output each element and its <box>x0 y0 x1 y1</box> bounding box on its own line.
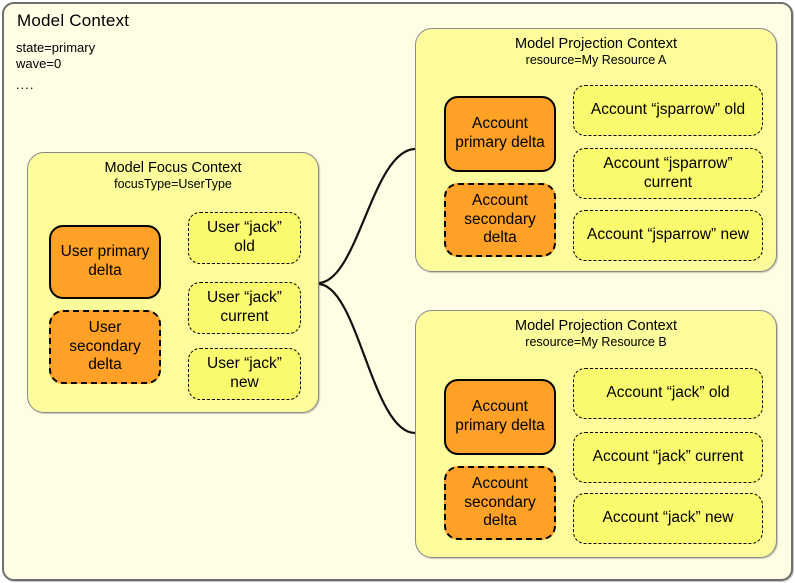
projection-context-a-subtitle: resource=My Resource A <box>525 53 667 67</box>
account-b-current-node: Account “jack” current <box>573 432 763 483</box>
property-line: state=primary <box>16 40 96 55</box>
account-a-old-node: Account “jsparrow” old <box>573 85 763 136</box>
account-a-secondary-delta-node: Account secondary delta <box>444 183 556 257</box>
user-new-node: User “jack” new <box>188 348 301 400</box>
account-a-primary-delta-node: Account primary delta <box>444 96 556 172</box>
projection-context-b-title: Model Projection Context <box>515 318 677 334</box>
user-primary-delta-node: User primary delta <box>49 225 161 299</box>
user-old-node: User “jack” old <box>188 212 301 264</box>
user-secondary-delta-node: User secondary delta <box>49 310 161 384</box>
projection-context-a-title: Model Projection Context <box>515 36 677 52</box>
account-b-new-node: Account “jack” new <box>573 493 763 544</box>
account-b-old-node: Account “jack” old <box>573 368 763 419</box>
projection-context-b-subtitle: resource=My Resource B <box>525 335 667 349</box>
projection-context-b-panel: Model Projection Context resource=My Res… <box>415 310 777 558</box>
model-context-properties: state=primary wave=0 .... <box>16 40 95 93</box>
projection-context-a-panel: Model Projection Context resource=My Res… <box>415 28 777 272</box>
property-line: wave=0 <box>16 56 62 71</box>
focus-context-subtitle: focusType=UserType <box>114 177 232 191</box>
page-title: Model Context <box>17 11 130 30</box>
account-a-new-node: Account “jsparrow” new <box>573 210 763 261</box>
account-b-secondary-delta-node: Account secondary delta <box>444 466 556 540</box>
property-line: .... <box>16 77 35 92</box>
user-current-node: User “jack” current <box>188 282 301 334</box>
account-a-current-node: Account “jsparrow” current <box>573 148 763 199</box>
focus-context-panel: Model Focus Context focusType=UserType U… <box>27 152 319 413</box>
account-b-primary-delta-node: Account primary delta <box>444 379 556 455</box>
focus-context-title: Model Focus Context <box>104 160 242 176</box>
